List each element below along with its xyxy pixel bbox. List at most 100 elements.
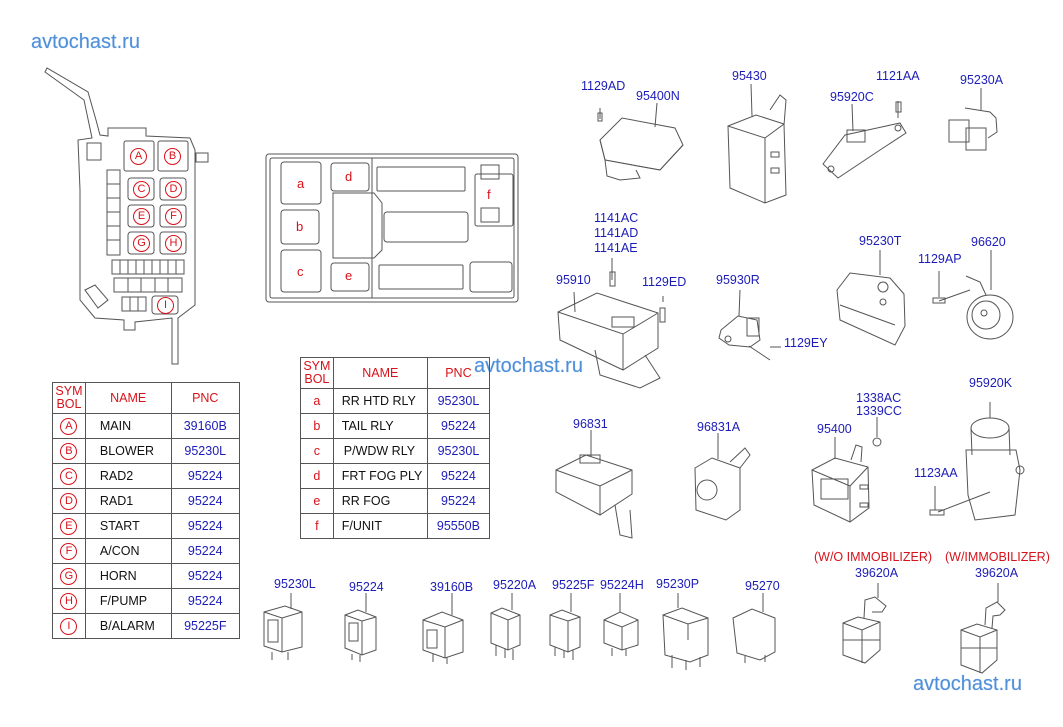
relay-95270-drawing <box>732 593 776 663</box>
note-without-immobilizer: (W/O IMMOBILIZER) <box>814 550 933 564</box>
callout-95230P[interactable]: 95230P <box>656 577 700 591</box>
junction-slot-b[interactable]: b <box>296 219 304 234</box>
relay-95230L-drawing <box>263 593 303 660</box>
watermark-top-left: avtochast.ru <box>31 31 140 53</box>
table-header-row: SYM BOL NAME PNC <box>300 357 491 389</box>
callout-95400[interactable]: 95400 <box>817 422 852 436</box>
callout-1121AA[interactable]: 1121AA <box>876 69 920 83</box>
callout-95400N[interactable]: 95400N <box>636 89 680 103</box>
relay-pnc[interactable]: 39160B <box>170 413 241 439</box>
callout-39620A-without-immobilizer[interactable]: 39620A <box>855 566 899 580</box>
symbol-circle: E <box>60 517 78 535</box>
relay-name: B/ALARM <box>84 613 172 639</box>
relay-pnc[interactable]: 95224 <box>170 538 241 564</box>
relay-pnc[interactable]: 95224 <box>170 513 241 539</box>
part-95920K-drawing <box>929 402 1025 521</box>
callout-95230T[interactable]: 95230T <box>859 234 902 248</box>
fuse-slot-g[interactable]: G <box>133 235 150 252</box>
relay-pnc[interactable]: 95224 <box>170 463 241 489</box>
relay-pnc[interactable]: 95224 <box>426 488 491 514</box>
junction-slot-a[interactable]: a <box>297 176 305 191</box>
relay-pnc[interactable]: 95230L <box>170 438 241 464</box>
symbol-letter: e <box>300 488 334 514</box>
fuse-slot-h[interactable]: H <box>165 235 182 252</box>
header-symbol: SYM BOL <box>52 382 86 414</box>
relay-pnc[interactable]: 95230L <box>426 438 491 464</box>
symbol-circle: A <box>60 417 78 435</box>
relay-name: BLOWER <box>84 438 172 464</box>
relay-pnc[interactable]: 95225F <box>170 613 241 639</box>
callout-95930R[interactable]: 95930R <box>716 273 760 287</box>
relay-pnc[interactable]: 95550B <box>426 513 491 539</box>
callout-95225F[interactable]: 95225F <box>552 578 595 592</box>
callout-39620A-with-immobilizer[interactable]: 39620A <box>975 566 1019 580</box>
callout-95270[interactable]: 95270 <box>745 579 780 593</box>
callout-95920K[interactable]: 95920K <box>969 376 1013 390</box>
callout-96831A[interactable]: 96831A <box>697 420 741 434</box>
fuse-slot-c[interactable]: C <box>133 181 150 198</box>
callout-95910[interactable]: 95910 <box>556 273 591 287</box>
part-95400N-drawing <box>597 102 684 181</box>
callout-1123AA[interactable]: 1123AA <box>914 466 958 480</box>
junction-slot-c[interactable]: c <box>297 264 304 279</box>
part-95230T-drawing <box>836 250 906 346</box>
callout-1129AD[interactable]: 1129AD <box>581 79 626 93</box>
relay-pnc[interactable]: 95224 <box>170 488 241 514</box>
junction-slot-f[interactable]: f <box>487 187 491 202</box>
part-96831-drawing <box>555 430 633 539</box>
relay-95220A-drawing <box>490 593 521 660</box>
callout-95920C[interactable]: 95920C <box>830 90 874 104</box>
symbol-letter: a <box>300 388 334 414</box>
callout-1141AE[interactable]: 1141AE <box>594 241 638 255</box>
part-95230A-drawing <box>948 88 998 151</box>
relay-pnc[interactable]: 95230L <box>426 388 491 414</box>
callout-95220A[interactable]: 95220A <box>493 578 537 592</box>
fuse-slot-f[interactable]: F <box>165 208 182 225</box>
relay-pnc[interactable]: 95224 <box>170 588 241 614</box>
engine-fuse-box-drawing <box>44 67 209 365</box>
fuse-slot-d[interactable]: D <box>165 181 182 198</box>
callout-1339CC[interactable]: 1339CC <box>856 404 902 418</box>
fuse-slot-a[interactable]: A <box>130 148 147 165</box>
callout-95224[interactable]: 95224 <box>349 580 384 594</box>
fuse-slot-e[interactable]: E <box>133 208 150 225</box>
callout-1129AP[interactable]: 1129AP <box>918 252 962 266</box>
callout-96620[interactable]: 96620 <box>971 235 1006 249</box>
callout-95430[interactable]: 95430 <box>732 69 767 83</box>
callout-95230L[interactable]: 95230L <box>274 577 316 591</box>
relay-pnc[interactable]: 95224 <box>170 563 241 589</box>
junction-slot-d[interactable]: d <box>345 169 353 184</box>
callout-96831[interactable]: 96831 <box>573 417 608 431</box>
note-with-immobilizer: (W/IMMOBILIZER) <box>945 550 1050 564</box>
relay-pnc[interactable]: 95224 <box>426 463 491 489</box>
relay-pnc[interactable]: 95224 <box>426 413 491 439</box>
callout-95230A[interactable]: 95230A <box>960 73 1004 87</box>
callout-1338AC[interactable]: 1338AC <box>856 391 902 405</box>
header-name: NAME <box>84 382 172 414</box>
junction-slot-e[interactable]: e <box>345 268 353 283</box>
callout-1141AC[interactable]: 1141AC <box>594 211 639 225</box>
fuse-slot-b[interactable]: B <box>164 148 181 165</box>
callout-1129EY[interactable]: 1129EY <box>784 336 828 350</box>
callout-1129ED[interactable]: 1129ED <box>642 275 687 289</box>
callout-39160B[interactable]: 39160B <box>430 580 474 594</box>
callout-95224H[interactable]: 95224H <box>600 578 644 592</box>
fuse-slot-i[interactable]: I <box>157 297 174 314</box>
callout-1141AD[interactable]: 1141AD <box>594 226 639 240</box>
